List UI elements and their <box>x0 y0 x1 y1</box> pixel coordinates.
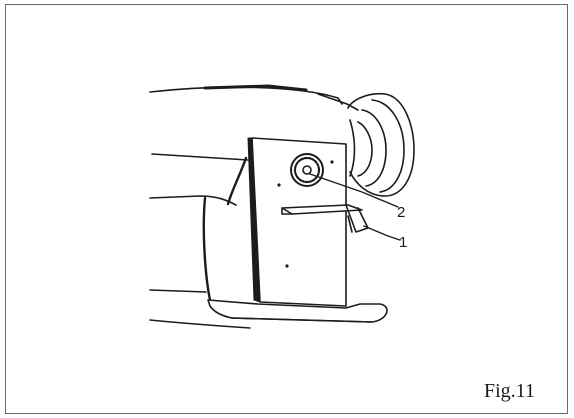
arm-body-line <box>151 153 249 161</box>
callout-1-leader <box>363 225 401 241</box>
callout-2-leader <box>309 173 399 208</box>
screw-dot <box>285 264 289 268</box>
base-left-edge <box>202 196 212 302</box>
screw-dot <box>277 183 281 187</box>
arm-body-lower <box>149 195 237 206</box>
arm-top-right <box>317 93 359 111</box>
figure-caption: Fig.11 <box>484 380 535 402</box>
machine-arm-top <box>149 86 343 105</box>
screw-dot <box>330 160 334 164</box>
face-plate <box>247 137 347 307</box>
hand-wheel <box>347 92 415 197</box>
machine-arm-top-edge <box>203 84 308 92</box>
base-left-lower <box>149 289 207 293</box>
lever <box>281 204 369 233</box>
dial <box>290 153 324 187</box>
callout-2-label: 2 <box>397 204 406 221</box>
arm-curve <box>226 156 248 206</box>
callout-1-label: 1 <box>399 234 408 251</box>
